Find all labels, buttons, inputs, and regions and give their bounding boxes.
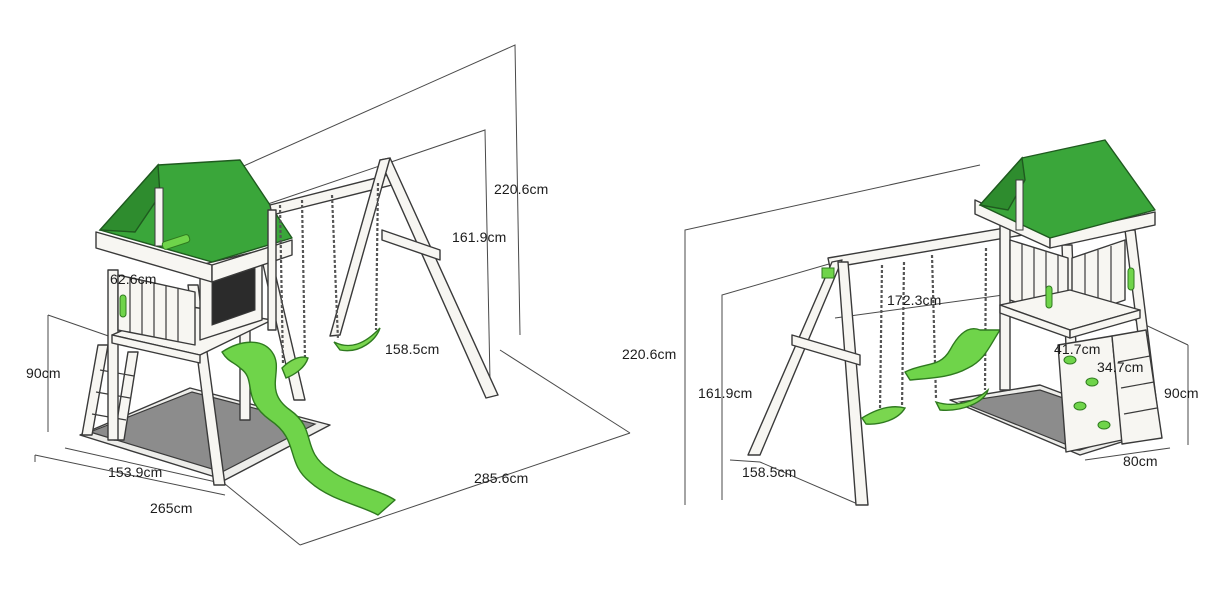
right-climbing-wall-height-label: 41.7cm <box>1054 341 1101 357</box>
left-ladder <box>81 344 139 441</box>
right-playset-view <box>684 139 1189 506</box>
right-overall-height-label: 220.6cm <box>622 346 677 362</box>
left-platform-height-label: 90cm <box>26 365 61 381</box>
right-swing-seat-height-label: 158.5cm <box>742 464 797 480</box>
right-swing-beam-height-label: 161.9cm <box>698 385 753 401</box>
left-tower-depth-label: 153.9cm <box>108 464 163 480</box>
right-climbing-wall-width-label: 34.7cm <box>1097 359 1144 375</box>
left-swing-beam-height-label: 161.9cm <box>452 229 507 245</box>
left-swings <box>278 182 381 379</box>
right-dimension-lines <box>684 164 1189 506</box>
right-platform-width-label: 80cm <box>1123 453 1158 469</box>
right-platform-height-label: 90cm <box>1164 385 1199 401</box>
right-swing-frame <box>747 221 1041 506</box>
left-overall-length-label: 285.6cm <box>474 470 529 486</box>
left-window-width-label: 62.6cm <box>110 271 157 287</box>
left-tower <box>95 159 306 486</box>
left-swing-frame <box>267 157 499 399</box>
left-playset-view <box>34 44 631 546</box>
left-slide <box>221 341 396 516</box>
right-beam-length-label: 172.3cm <box>887 292 942 308</box>
right-swings <box>861 247 990 425</box>
right-tower <box>974 139 1163 453</box>
left-overall-height-label: 220.6cm <box>494 181 549 197</box>
left-swing-seat-height-label: 158.5cm <box>385 341 440 357</box>
left-tower-width-label: 265cm <box>150 500 193 516</box>
